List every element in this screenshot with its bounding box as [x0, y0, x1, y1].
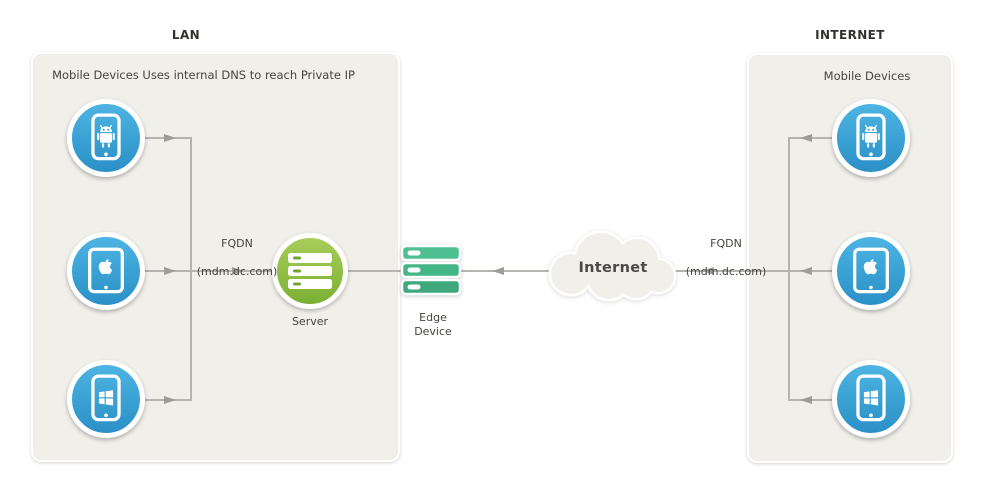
arrowhead-lan-windows [164, 395, 176, 404]
internet-apple-connector-line [789, 270, 835, 272]
arrowhead-internet-android [800, 133, 812, 142]
lan-device-apple [67, 232, 145, 310]
fqdn-internet-line1: FQDN [710, 237, 742, 250]
android-phone-icon [856, 113, 886, 161]
lan-zone-title: LAN [171, 28, 201, 42]
fqdn-label-internet: FQDN (mdm.dc.com) [676, 223, 776, 293]
internet-panel-note: Mobile Devices [823, 69, 911, 83]
internet-device-android [832, 99, 910, 177]
fqdn-lan-line2: (mdm.dc.com) [196, 265, 278, 278]
apple-tablet-icon [88, 247, 124, 294]
server-node [272, 233, 348, 309]
windows-phone-icon [91, 374, 121, 422]
edge-device-icon [400, 244, 462, 296]
server-label: Server [291, 315, 329, 328]
android-phone-icon [91, 113, 121, 161]
apple-tablet-icon [853, 247, 889, 294]
internet-android-connector-line [789, 137, 835, 139]
fqdn-internet-line2: (mdm.dc.com) [685, 265, 767, 278]
arrowhead-lan-android [164, 133, 176, 142]
arrowhead-to-edge-device [492, 266, 504, 275]
arrowhead-to-server [232, 266, 244, 275]
fqdn-label-lan: FQDN (mdm.dc.com) [187, 223, 287, 293]
internet-windows-connector-line [789, 399, 835, 401]
edge-device-label: Edge Device [414, 311, 452, 338]
server-rack-icon [288, 253, 332, 289]
lan-panel-note: Mobile Devices Uses internal DNS to reac… [52, 68, 355, 82]
internet-zone-title: INTERNET [815, 28, 885, 42]
cloud-to-edge-line [459, 270, 551, 272]
internet-to-cloud-line [672, 270, 789, 272]
arrowhead-lan-apple [164, 266, 176, 275]
arrowhead-to-cloud [702, 266, 714, 275]
internet-bus-line [788, 137, 790, 401]
internet-cloud-icon [548, 230, 677, 302]
internet-device-windows [832, 360, 910, 438]
lan-device-android [67, 99, 145, 177]
fqdn-lan-line1: FQDN [221, 237, 253, 250]
arrowhead-internet-windows [800, 395, 812, 404]
lan-bus-line [190, 137, 192, 401]
windows-phone-icon [856, 374, 886, 422]
lan-device-windows [67, 360, 145, 438]
internet-cloud-label: Internet [578, 260, 648, 276]
server-to-edge-line [343, 270, 405, 272]
arrowhead-internet-apple [800, 266, 812, 275]
internet-device-apple [832, 232, 910, 310]
